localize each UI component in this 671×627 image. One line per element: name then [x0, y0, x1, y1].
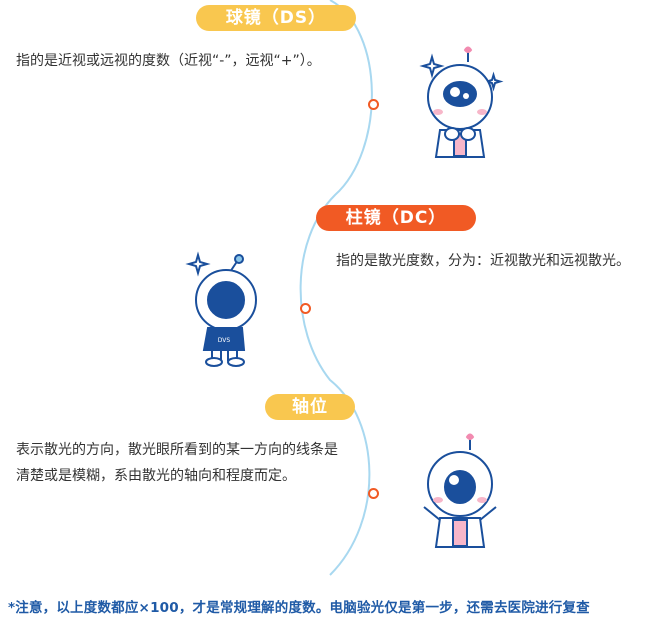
section-title-sphere: 球镜（DS） — [196, 5, 356, 31]
section-title-cylinder: 柱镜（DC） — [316, 205, 476, 231]
section-desc-sphere: 指的是近视或远视的度数（近视“-”，远视“+”）。 — [16, 53, 321, 69]
section-desc-cylinder: 指的是散光度数，分为：近视散光和远视散光。 — [336, 253, 630, 269]
section-desc-axis: 表示散光的方向，散光眼所看到的某一方向的线条是清楚或是模糊，系由散光的轴向和程度… — [16, 442, 338, 484]
mascot-shirt-text: DVS — [218, 337, 231, 344]
section-title-axis: 轴位 — [265, 394, 355, 420]
timeline-dot-1 — [368, 99, 379, 110]
mascot-walking-icon: DVS — [185, 251, 257, 367]
footnote-warning: *注意，以上度数都应×100，才是常规理解的度数。电脑验光仅是第一步，还需去医院… — [8, 600, 590, 616]
timeline-dot-2 — [300, 303, 311, 314]
timeline-dot-3 — [368, 488, 379, 499]
mascot-cheer-icon — [423, 433, 497, 548]
mascot-doctor-icon — [419, 46, 504, 158]
